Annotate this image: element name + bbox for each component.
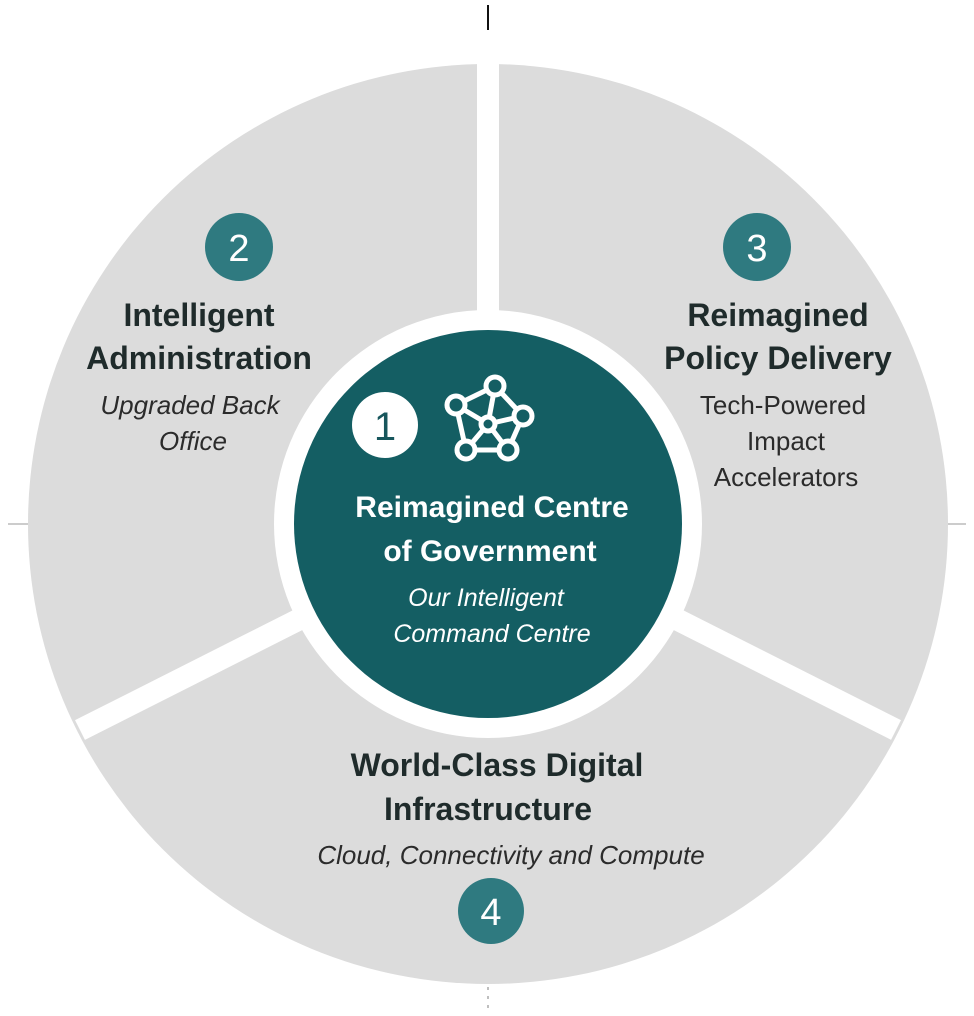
segment-2-subtitle-line2: Office: [159, 426, 227, 456]
segment-2-badge: [205, 213, 273, 281]
segment-4-subtitle-line1: Cloud, Connectivity and Compute: [317, 840, 704, 870]
segment-3-badge: [723, 213, 791, 281]
segment-intelligent-administration: 2 Intelligent Administration Upgraded Ba…: [86, 213, 312, 456]
center-hub: 1 Reimagined Centre of Government Our In…: [294, 330, 682, 718]
segment-reimagined-policy-delivery: 3 Reimagined Policy Delivery Tech-Powere…: [664, 213, 892, 492]
center-subtitle-line2: Command Centre: [393, 620, 590, 648]
segment-3-number: 3: [746, 228, 767, 270]
segment-3-title-line1: Reimagined: [687, 297, 868, 333]
segment-2-subtitle-line1: Upgraded Back: [100, 390, 281, 420]
network-nodes-icon: [444, 374, 535, 462]
segment-3-subtitle-line2: Impact: [747, 426, 826, 456]
segment-4-number: 4: [480, 892, 501, 934]
center-number: 1: [374, 405, 396, 449]
segment-3-subtitle-line3: Accelerators: [714, 462, 859, 492]
segment-3-subtitle-line1: Tech-Powered: [700, 390, 866, 420]
segment-digital-infrastructure: World-Class Digital Infrastructure Cloud…: [317, 747, 705, 944]
segment-3-title-line2: Policy Delivery: [664, 340, 892, 376]
segment-4-title-line2: Infrastructure: [384, 791, 592, 827]
center-subtitle-line1: Our Intelligent: [408, 584, 565, 612]
segment-2-title-line2: Administration: [86, 340, 312, 376]
segment-4-badge: [458, 878, 524, 944]
center-title-line1: Reimagined Centre: [355, 491, 628, 524]
center-number-badge: [352, 392, 418, 458]
center-title-line2: of Government: [383, 535, 596, 568]
segment-2-title-line1: Intelligent: [123, 297, 274, 333]
segment-2-number: 2: [228, 228, 249, 270]
segment-4-title-line1: World-Class Digital: [351, 747, 644, 783]
